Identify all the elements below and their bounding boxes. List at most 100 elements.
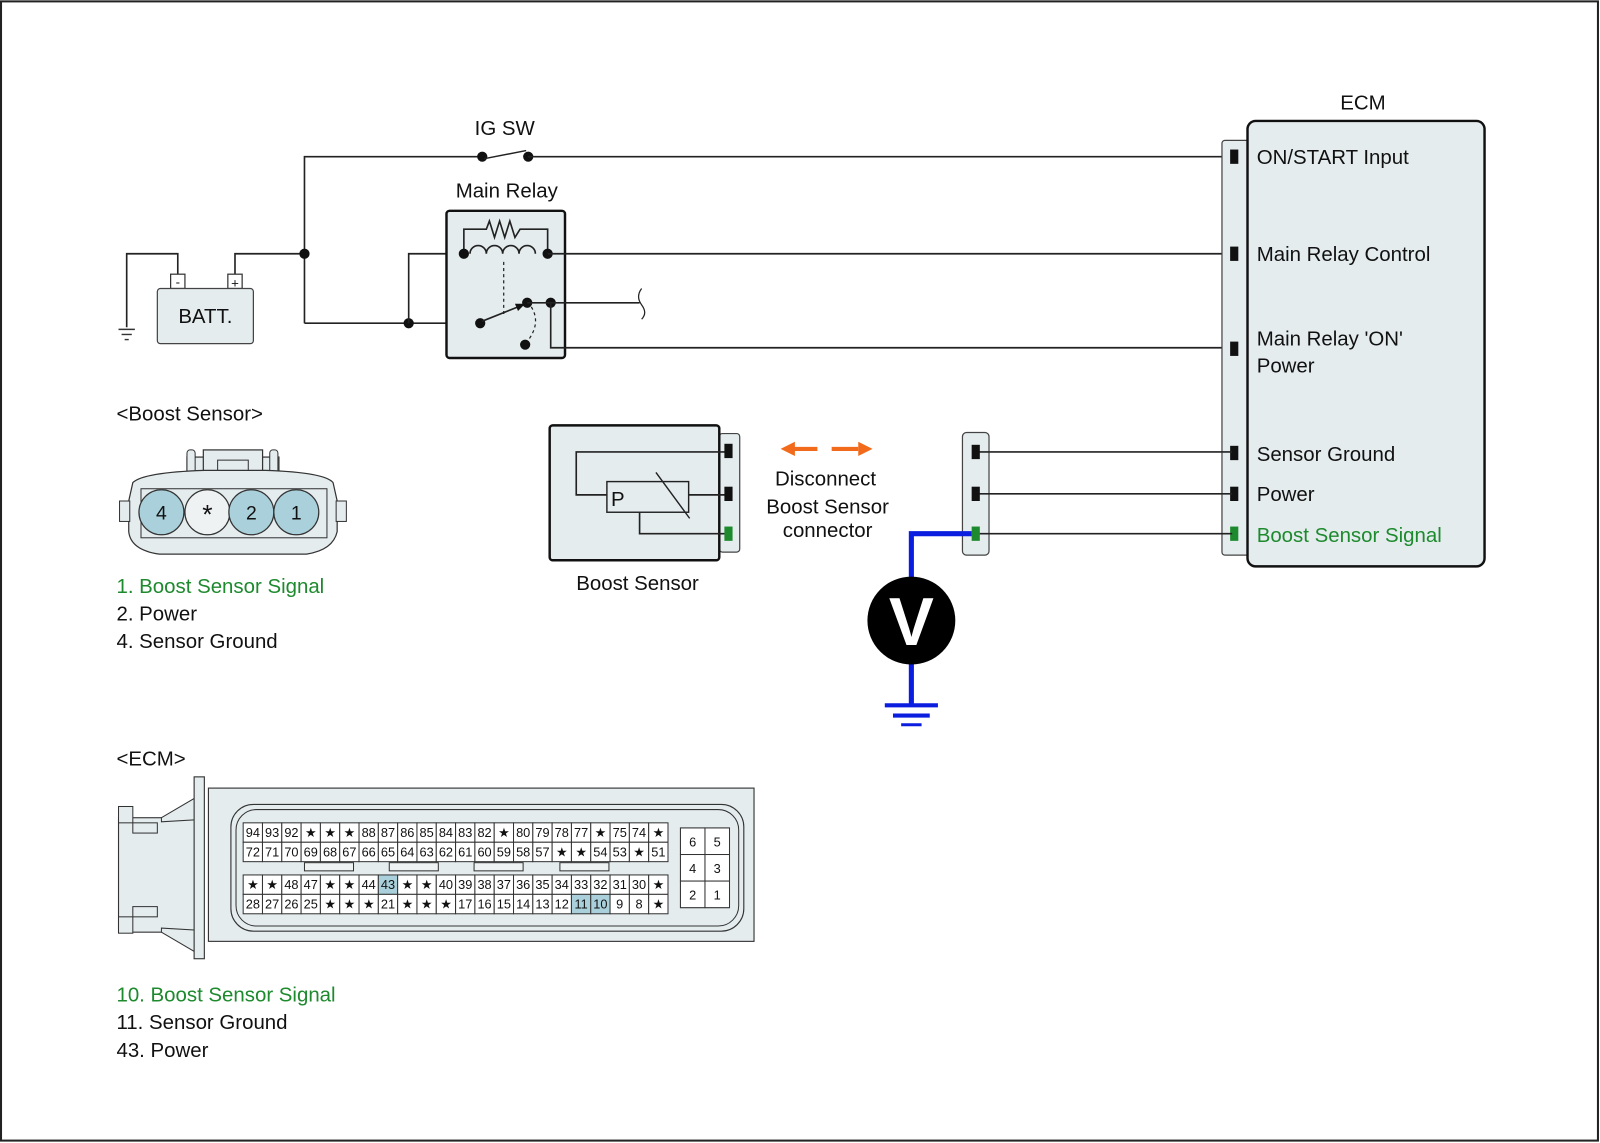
ecm-small-pin-number: 2 — [689, 887, 696, 902]
ecm-pin-number: 15 — [497, 897, 511, 912]
ecm-pin-number: 14 — [516, 897, 530, 912]
disconnect-arrows-icon — [780, 441, 873, 457]
ecm-pin-sensor-ground — [1230, 445, 1239, 461]
voltmeter-label: V — [889, 585, 934, 660]
ecm-pin-label: Power — [1257, 484, 1315, 506]
ecm-pin-number: 85 — [420, 825, 434, 840]
boost-connector-title: <Boost Sensor> — [116, 403, 262, 425]
junction-dot — [299, 248, 310, 259]
ecm-small-pin-cell — [679, 880, 706, 909]
ecm-pin-number: 80 — [516, 825, 530, 840]
ecm-small-pin-cell — [704, 827, 731, 856]
ecm-pin-number: 28 — [246, 897, 260, 912]
ecm-pin-number: ★ — [595, 825, 606, 840]
ig-feed-wire — [303, 155, 483, 324]
ecm-pin-number: 63 — [420, 845, 434, 860]
relay-on-power-wire — [549, 302, 1233, 349]
boost-pin-4 — [138, 489, 185, 536]
svg-text:*: * — [202, 499, 212, 529]
ecm-pin-number: 39 — [458, 877, 472, 892]
ecm-pin-number: 40 — [439, 877, 453, 892]
ecm-pin-number: ★ — [266, 877, 277, 892]
battery-neg-sign: - — [176, 274, 180, 289]
wire-break-icon — [637, 288, 646, 320]
ecm-pin-number: ★ — [324, 897, 335, 912]
boost-legend-item: 2. Power — [116, 604, 197, 626]
relay-resistor-icon — [463, 218, 549, 254]
ecm-pin-number: 69 — [304, 845, 318, 860]
ecm-pin-number: 71 — [265, 845, 279, 860]
ecm-pin-number: 21 — [381, 897, 395, 912]
ecm-pin-label: Sensor Ground — [1257, 444, 1396, 466]
ecm-small-pin-cell — [679, 827, 706, 856]
svg-text:1: 1 — [291, 502, 302, 524]
ecm-pin-number: ★ — [440, 897, 451, 912]
ecm-legend-item: 11. Sensor Ground — [116, 1012, 287, 1034]
ecm-pin-label: Main Relay 'ON' — [1257, 329, 1403, 351]
ecm-pin-number: ★ — [402, 897, 413, 912]
ecm-pin-number: 66 — [362, 845, 376, 860]
ecm-pin-number: 43 — [381, 877, 395, 892]
ecm-pin-number: 72 — [246, 845, 260, 860]
ecm-pin-number: 70 — [284, 845, 298, 860]
ecm-pin-number: ★ — [344, 877, 355, 892]
ground-symbol-icon — [118, 328, 135, 341]
harness-pin-signal — [971, 526, 980, 541]
ecm-pin-number: 48 — [284, 877, 298, 892]
ecm-pin-number: 68 — [323, 845, 337, 860]
ecm-connector-title: <ECM> — [116, 749, 185, 771]
pressure-element-label: P — [611, 489, 625, 511]
ecm-pin-number: 79 — [535, 825, 549, 840]
ecm-pin-relay-control — [1230, 246, 1239, 261]
sensor-body — [548, 424, 721, 562]
ecm-small-pin-number: 5 — [714, 834, 721, 849]
battery-pos-sign: + — [231, 275, 239, 290]
boost-connector-face: <Boost Sensor> 4 * 2 1 — [116, 403, 347, 555]
ecm-pin-number: 78 — [555, 825, 569, 840]
ecm-pin-number: 58 — [516, 845, 530, 860]
ecm-pin-number: 25 — [304, 897, 318, 912]
ig-switch: IG SW — [475, 118, 536, 162]
battery-label: BATT. — [178, 306, 232, 328]
ecm-pin-number: ★ — [421, 877, 432, 892]
ecm-pin-label: Power — [1257, 355, 1315, 377]
ecm-pin-number: ★ — [324, 825, 335, 840]
ecm-pin-number: 88 — [362, 825, 376, 840]
ecm-pin-on-start — [1230, 149, 1239, 164]
ecm-pin-number: 77 — [574, 825, 588, 840]
ecm-pin-number: 59 — [497, 845, 511, 860]
ecm-pin-number: ★ — [633, 845, 644, 860]
pressure-element — [606, 480, 690, 513]
ecm-pin-number: 36 — [516, 877, 530, 892]
ecm-small-pin-number: 3 — [714, 861, 721, 876]
ig-switch-label: IG SW — [475, 118, 536, 140]
ecm-pin-number: 30 — [632, 877, 646, 892]
battery-neg-wire — [125, 252, 179, 328]
ecm-pin-number: ★ — [363, 897, 374, 912]
boost-sensor-block: P Boost Sensor — [548, 424, 741, 595]
main-relay-label: Main Relay — [456, 181, 559, 203]
ecm-pin-number: 34 — [555, 877, 569, 892]
ecm-pin-number: 67 — [342, 845, 356, 860]
ecm-small-pin-cell — [704, 854, 731, 882]
ecm-label: ECM — [1340, 93, 1385, 115]
battery-body — [156, 287, 254, 345]
ecm-pin-number: 47 — [304, 877, 318, 892]
ecm-pin-number: ★ — [653, 825, 664, 840]
ecm-pin-number: ★ — [575, 845, 586, 860]
ecm-pin-number: 31 — [613, 877, 627, 892]
disconnect-note-line2: Boost Sensor — [766, 496, 889, 518]
ecm-pin-number: 92 — [284, 825, 298, 840]
ecm-pin-number: 53 — [613, 845, 627, 860]
svg-text:4: 4 — [156, 502, 167, 524]
ecm-pin-number: 27 — [265, 897, 279, 912]
ecm-pin-number: 10 — [593, 897, 607, 912]
ecm-pin-number: 32 — [593, 877, 607, 892]
relay-coil-icon — [469, 244, 537, 254]
disconnect-note-line3: connector — [783, 520, 873, 542]
ecm-pin-power — [1230, 486, 1239, 502]
boost-legend-item: 4. Sensor Ground — [116, 631, 277, 653]
ecm-pin-number: ★ — [653, 897, 664, 912]
